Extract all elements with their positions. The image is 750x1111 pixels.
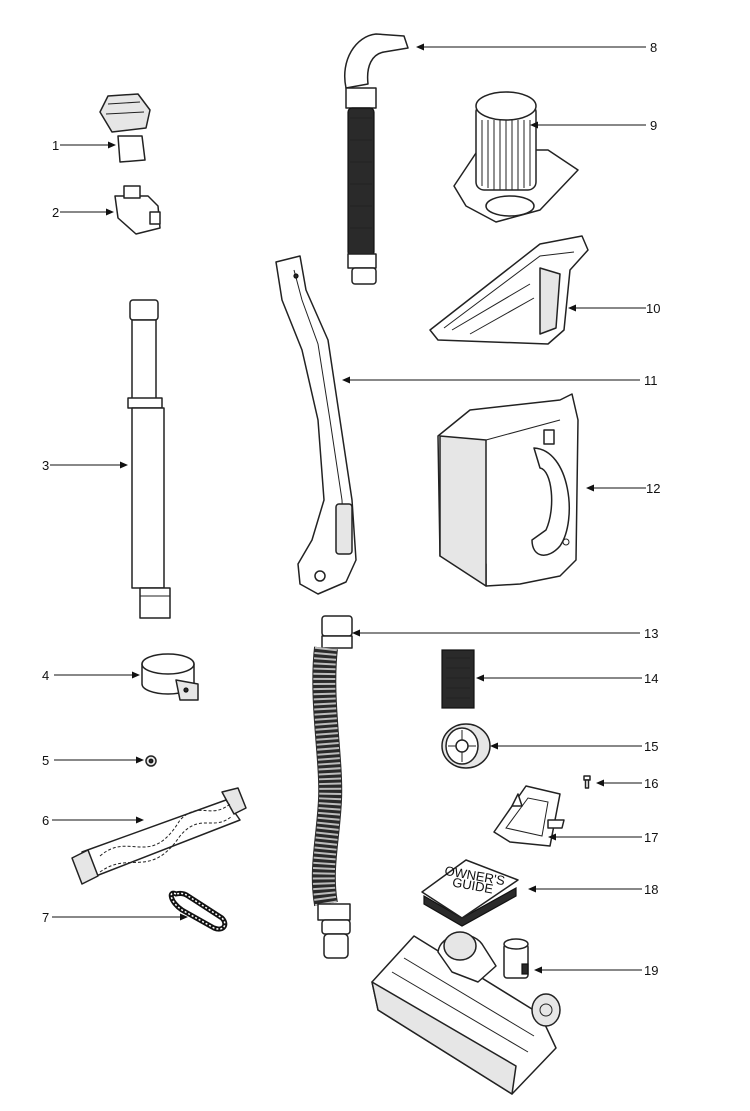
manual-cover-line2: GUIDE: [451, 875, 494, 897]
part-3-extension-wand: [127, 299, 171, 619]
callout-19-label: 19: [644, 963, 658, 978]
part-19-nozzle-base: [371, 931, 561, 1095]
part-2-tool-clip: [114, 185, 161, 235]
callout-18-label: 18: [644, 882, 658, 897]
part-17-access-door: [493, 785, 565, 847]
callout-7-label: 7: [42, 910, 49, 925]
callout-2: 2: [52, 205, 114, 220]
part-14-filter-pad: [441, 649, 475, 709]
part-16-screw: [583, 775, 591, 789]
part-9-pleated-filter: [453, 91, 579, 223]
callout-1-label: 1: [52, 138, 59, 153]
callout-15-label: 15: [644, 739, 658, 754]
part-18-owners-guide: OWNER'S GUIDE: [421, 859, 519, 927]
part-15-wheel: [441, 723, 491, 769]
callout-12: 12: [586, 481, 660, 496]
callout-7: 7: [42, 910, 188, 925]
callout-10: 10: [568, 301, 660, 316]
callout-13-label: 13: [644, 626, 658, 641]
callout-19: 19: [534, 963, 658, 978]
part-10-cup-lid: [429, 235, 589, 345]
callout-2-label: 2: [52, 205, 59, 220]
callout-14: 14: [476, 671, 658, 686]
callout-5-label: 5: [42, 753, 49, 768]
callout-10-label: 10: [646, 301, 660, 316]
callout-5: 5: [42, 753, 144, 768]
callout-11: 11: [342, 373, 658, 388]
callout-6: 6: [42, 813, 144, 828]
part-5-screw: [145, 755, 157, 767]
callout-9-label: 9: [650, 118, 657, 133]
part-13-lower-hose: [311, 615, 353, 959]
callout-12-label: 12: [646, 481, 660, 496]
callout-16: 16: [596, 776, 658, 791]
part-6-brushroll: [71, 787, 247, 885]
callout-1: 1: [52, 138, 116, 153]
callout-17-label: 17: [644, 830, 658, 845]
callout-3: 3: [42, 458, 128, 473]
callout-3-label: 3: [42, 458, 49, 473]
part-1-upholstery-tool: [99, 93, 151, 163]
callout-14-label: 14: [644, 671, 658, 686]
callout-11-label: 11: [644, 373, 658, 388]
callout-18: 18: [528, 882, 658, 897]
callout-15: 15: [490, 739, 658, 754]
callout-6-label: 6: [42, 813, 49, 828]
part-4-wand-clip: [141, 653, 199, 701]
callout-13: 13: [352, 626, 658, 641]
callout-9: 9: [530, 118, 657, 133]
callout-4-label: 4: [42, 668, 49, 683]
callout-8-label: 8: [650, 40, 657, 55]
callout-4: 4: [42, 668, 140, 683]
callout-17: 17: [548, 830, 658, 845]
part-7-belt: [168, 890, 228, 932]
part-12-dirt-cup: [437, 393, 579, 587]
part-11-handle: [275, 255, 357, 595]
callout-8: 8: [416, 40, 657, 55]
callout-16-label: 16: [644, 776, 658, 791]
part-8-upper-hose: [344, 33, 409, 285]
